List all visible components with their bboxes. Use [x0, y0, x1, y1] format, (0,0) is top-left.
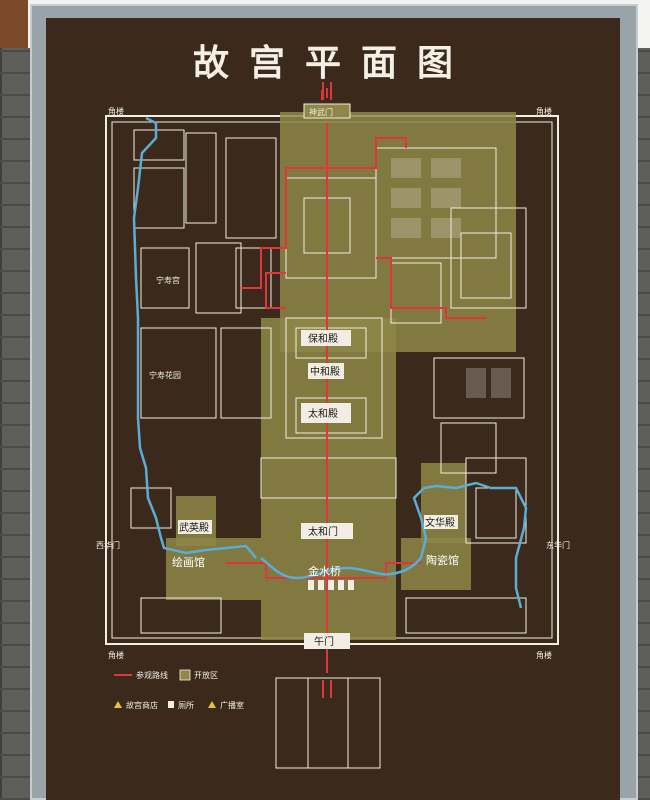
west-gate-text: 西华门: [96, 540, 120, 550]
wenhua-label: 文华殿: [425, 516, 455, 529]
corner-sw: 角楼: [108, 650, 124, 660]
wuying-box: [178, 520, 212, 534]
legend: 参观路线 开放区 故宫商店 厕所 广播室: [114, 669, 244, 710]
wenhua-box: [424, 515, 458, 529]
corner-se: 角楼: [536, 650, 552, 660]
corner-ne: 角楼: [536, 106, 552, 116]
shop-icon: [114, 701, 122, 708]
south-gate-box: [304, 633, 350, 649]
zhonghe-box: [308, 363, 344, 379]
legend-route-label: 参观路线: [136, 670, 168, 680]
legend-open-label: 开放区: [194, 670, 218, 680]
ceramics-hall-label: 陶瓷馆: [426, 553, 459, 567]
corner-nw: 角楼: [108, 106, 124, 116]
taihemen-box: [301, 523, 353, 539]
legend-toilet-label: 厕所: [178, 700, 194, 710]
taihe-label: 太和殿: [308, 407, 338, 420]
buildings: [130, 129, 527, 769]
south-gate-label: 午门: [314, 635, 334, 648]
jinshuiqiao-label: 金水桥: [308, 564, 341, 578]
tree-trunk: [0, 0, 28, 48]
route-arrows: [322, 82, 332, 698]
baohe-box: [301, 330, 351, 346]
wuying-label: 武英殿: [179, 521, 209, 534]
ningshou-label: 宁寿宫: [156, 275, 180, 285]
north-gate-label: 神武门: [309, 107, 333, 117]
garden-label: 宁寿花园: [149, 370, 181, 380]
map-board: 故宫平面图 神武门: [46, 18, 620, 800]
building-fills: [391, 158, 511, 398]
legend-open-swatch: [179, 669, 191, 681]
east-gate-label: 东华门: [546, 540, 570, 550]
legend-broadcast-label: 广播室: [220, 700, 244, 710]
palace-map: 神武门: [96, 82, 570, 769]
east-gate-text: 东华门: [546, 540, 570, 550]
painting-hall-label: 绘画馆: [172, 555, 205, 569]
water-channel: [132, 116, 528, 609]
toilet-icon: [168, 701, 174, 708]
baohe-label: 保和殿: [308, 332, 338, 345]
broadcast-icon: [208, 701, 216, 708]
north-gate-block: [303, 103, 351, 119]
taihemen-label: 太和门: [308, 525, 338, 538]
taihe-box: [301, 403, 351, 423]
map-title: 故宫平面图: [192, 43, 473, 84]
jinshuiqiao-bridges: [308, 580, 354, 590]
west-gate-label: 西华门: [96, 540, 120, 550]
legend-shop-label: 故宫商店: [126, 700, 158, 710]
zhonghe-label: 中和殿: [310, 365, 340, 378]
